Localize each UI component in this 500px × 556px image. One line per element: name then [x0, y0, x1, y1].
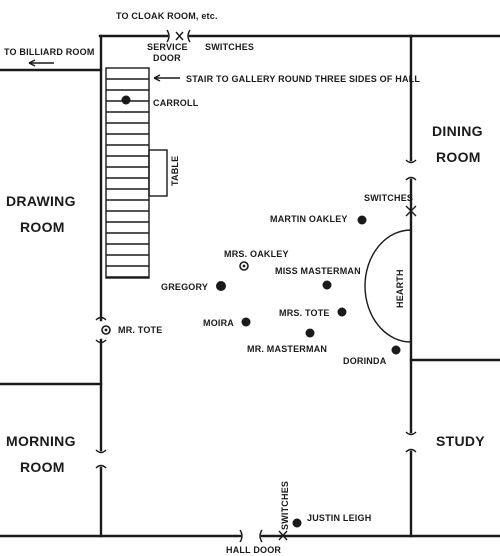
door-swing-hall-left: [239, 529, 243, 543]
switch-markers: [175, 31, 417, 541]
door-swing-dining-bottom: [405, 176, 417, 181]
billiard-arrow: [28, 59, 54, 67]
gregory-marker: [216, 281, 226, 291]
table-label: TABLE: [170, 156, 180, 186]
stair-treads: [106, 78, 149, 278]
table: [148, 149, 168, 197]
drawing-room-label-line1: DRAWING: [6, 193, 76, 209]
cloak-room-label: TO CLOAK ROOM, etc.: [116, 11, 218, 21]
switch-mark-right: [405, 205, 417, 217]
hall-door-label: HALL DOOR: [226, 545, 281, 555]
mrs-oakley-label: MRS. OAKLEY: [224, 249, 289, 259]
switch-mark-top: [175, 31, 184, 41]
mr-tote-marker-center: [104, 328, 108, 332]
switches-bottom-label: SWITCHES: [280, 481, 290, 530]
arrows: [28, 59, 180, 82]
mr-masterman-marker: [305, 328, 315, 338]
martin-oakley-label: MARTIN OAKLEY: [270, 214, 348, 224]
door-swing-mrtote-bottom: [95, 339, 107, 344]
drawing-room-label-line2: ROOM: [20, 219, 65, 235]
door-swing-mrtote-top: [95, 316, 107, 321]
mrs-tote-label: MRS. TOTE: [279, 308, 330, 318]
martin-oakley-marker: [357, 215, 367, 225]
hearth: [364, 229, 412, 343]
mr-masterman-label: MR. MASTERMAN: [247, 344, 327, 354]
people: CARROLL MARTIN OAKLEY MRS. OAKLEY GREGOR…: [101, 95, 401, 528]
gregory-label: GREGORY: [161, 282, 208, 292]
moira-label: MOIRA: [203, 318, 234, 328]
mrs-oakley-marker-center: [242, 264, 246, 268]
door-swing-hall-right: [259, 529, 263, 543]
dining-room-label-line2: ROOM: [436, 149, 481, 165]
walls: [0, 34, 500, 538]
justin-leigh-label: JUSTIN LEIGH: [307, 513, 371, 523]
switches-right-label: SWITCHES: [364, 193, 413, 203]
billiard-room-label: TO BILLIARD ROOM: [4, 47, 95, 57]
miss-masterman-marker: [322, 280, 332, 290]
morning-room-label-line2: ROOM: [20, 459, 65, 475]
study-label: STUDY: [436, 433, 485, 449]
miss-masterman-label: MISS MASTERMAN: [275, 266, 361, 276]
room-labels: DRAWING ROOM DINING ROOM MORNING ROOM ST…: [6, 123, 485, 475]
dining-room-label-line1: DINING: [432, 123, 483, 139]
dorinda-marker: [391, 345, 401, 355]
door-marks: [95, 29, 417, 543]
morning-room-label-line1: MORNING: [6, 433, 76, 449]
moira-marker: [241, 317, 251, 327]
mr-tote-label: MR. TOTE: [118, 325, 162, 335]
stair-arrow: [153, 74, 180, 82]
carroll-label: CARROLL: [153, 98, 199, 108]
door-swing-dining-top: [405, 159, 417, 164]
door-swing-morning-bottom: [95, 464, 107, 469]
mrs-tote-marker: [337, 307, 347, 317]
switch-mark-bottom: [278, 530, 288, 541]
switches-top-label: SWITCHES: [205, 42, 254, 52]
service-door-label-line2: DOOR: [153, 53, 181, 63]
justin-leigh-marker: [292, 518, 302, 528]
door-swing-cloak-right: [187, 29, 191, 43]
dorinda-label: DORINDA: [343, 356, 387, 366]
door-swing-morning-top: [95, 449, 107, 454]
carroll-marker: [121, 95, 131, 105]
door-swing-study-bottom: [405, 448, 417, 453]
door-swing-study-top: [405, 431, 417, 436]
door-swing-cloak-left: [166, 29, 170, 43]
hearth-label: HEARTH: [395, 269, 405, 308]
service-door-label-line1: SERVICE: [147, 42, 188, 52]
stair-label: STAIR TO GALLERY ROUND THREE SIDES OF HA…: [186, 74, 420, 84]
annotation-labels: TO CLOAK ROOM, etc. TO BILLIARD ROOM SER…: [4, 11, 420, 555]
